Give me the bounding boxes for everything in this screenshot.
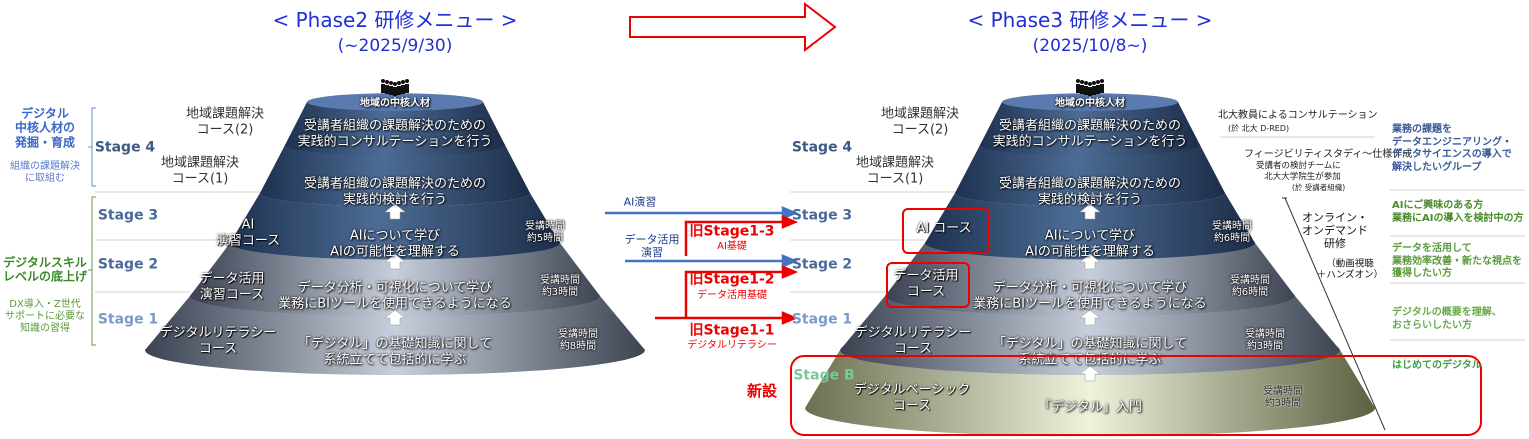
right-course-2: データ活用 コース	[893, 268, 959, 299]
new-label: 新設	[746, 382, 778, 400]
note-stage4-2-sub: (於 北大 D-RED)	[1228, 124, 1290, 133]
group1-sub: 組織の課題解決 に取組む	[10, 161, 80, 184]
right-stage-4: Stage 4	[791, 139, 853, 156]
right-hours-b: 受講時間 約3時間	[1263, 386, 1303, 409]
phase3-title: < Phase3 研修メニュー >	[967, 8, 1213, 32]
online-bracket-line	[1284, 197, 1386, 431]
left-desc-1: 「デジタル」の基礎知識に関して 系統立てて包括的に学ぶ	[297, 336, 493, 367]
left-top-label: 地域の中核人材	[360, 98, 430, 109]
right-stage-3: Stage 3	[791, 207, 853, 224]
left-stage-1: Stage 1	[97, 311, 159, 328]
people-icon	[381, 79, 409, 96]
left-hours-2: 受講時間 約3時間	[540, 275, 580, 298]
old-stage-1-1: 旧Stage1-1	[689, 322, 775, 339]
data-course-highlight	[886, 262, 970, 308]
old-stage-1-1-sub: デジタルリテラシー	[687, 340, 777, 351]
right-course-b: デジタルベーシック コース	[853, 382, 971, 413]
left-hours-3: 受講時間 約5時間	[525, 221, 565, 244]
tier-stage-4-2	[980, 102, 1200, 156]
left-course-2: データ活用 演習コース	[199, 271, 265, 302]
group2-title: デジタルスキル レベルの底上げ	[2, 255, 88, 284]
tier-stage-3	[230, 193, 560, 260]
right-course-3: AI コース	[916, 221, 972, 237]
up-arrow-icon	[1079, 203, 1101, 220]
right-desc-4-2: 受講者組織の課題解決のための 実践的コンサルテーションを行う	[992, 118, 1188, 149]
up-arrow-icon	[1079, 309, 1101, 326]
left-course-4-1: 地域課題解決 コース(1)	[160, 155, 240, 186]
old-stage-1-3-sub: AI基礎	[717, 241, 747, 252]
group2-sub: DX導入・Z世代 サポートに必要な 知識の習得	[5, 299, 85, 334]
target-stage1: デジタルの概要を理解、 おさらいしたい方	[1392, 307, 1502, 331]
right-course-1: デジタルリテラシー コース	[854, 325, 972, 356]
ai-practice-label: AI演習	[623, 195, 657, 209]
left-desc-4-1: 受講者組織の課題解決のための 実践的検討を行う	[303, 176, 487, 207]
note-stage4-1-sub: 受講者の検討チームに 北大大学院生が参加	[1256, 161, 1341, 182]
note-stage4-1-sub2: (於 受講者組織)	[1292, 183, 1346, 192]
tier-stage-4-2-top	[1002, 93, 1178, 111]
tier-stage-4-2-top	[307, 93, 483, 111]
tier-stage-3	[925, 193, 1255, 260]
old-stage-1-3: 旧Stage1-3	[689, 223, 775, 240]
tier-stage-4-1	[955, 145, 1225, 207]
right-stage-b: Stage B	[793, 367, 855, 384]
phase2-pyramid	[145, 93, 645, 375]
ai-course-highlight	[902, 208, 990, 254]
left-course-4-2: 地域課題解決 コース(2)	[185, 106, 265, 137]
target-stage-b: はじめてのデジタル	[1392, 360, 1482, 371]
up-arrow-icon	[384, 309, 406, 326]
right-hours-3: 受講時間 約6時間	[1212, 221, 1252, 244]
target-stage4: 業務の課題を データエンジニアリング・ データサイエンスの導入で 解決したいグル…	[1392, 124, 1512, 173]
right-stage-1: Stage 1	[791, 311, 853, 328]
left-desc-3: AIについて学び AIの可能性を理解する	[330, 228, 460, 259]
left-stage-2: Stage 2	[97, 256, 159, 273]
online-training-sub: （動画視聴 ＋ハンズオン）	[1316, 258, 1384, 281]
up-arrow-icon	[1079, 365, 1101, 382]
tier-stage-2	[885, 243, 1295, 317]
group1-title: デジタル 中核人材の 発掘・育成	[14, 106, 76, 150]
phase2-title: < Phase2 研修メニュー >	[272, 8, 518, 32]
tier-stage-4-1	[260, 145, 530, 207]
right-hours-2: 受講時間 約6時間	[1230, 275, 1270, 298]
target-stage2: データを活用して 業務効率改善・新たな視点を 獲得したい方	[1392, 243, 1522, 279]
right-desc-3: AIについて学び AIの可能性を理解する	[1025, 228, 1155, 259]
online-training-label: オンライン・ オンデマンド 研修	[1302, 211, 1368, 251]
left-hours-1: 受講時間 約8時間	[558, 329, 598, 352]
tier-stage-1	[145, 296, 645, 375]
right-hours-1: 受講時間 約3時間	[1245, 329, 1285, 352]
up-arrow-icon	[384, 203, 406, 220]
left-course-1: デジタルリテラシー コース	[159, 325, 277, 356]
left-desc-4-2: 受講者組織の課題解決のための 実践的コンサルテーションを行う	[297, 118, 493, 149]
left-desc-2: データ分析・可視化について学び 業務にBIツールを使用できるようになる	[278, 280, 512, 311]
tier-stage-2	[190, 243, 600, 317]
right-course-4-1: 地域課題解決 コース(1)	[855, 155, 935, 186]
new-stage-b-highlight	[790, 355, 1482, 436]
data-practice-label: データ活用 演習	[624, 232, 680, 259]
tier-stage-b	[805, 350, 1375, 437]
phase-transition-arrow	[629, 1, 837, 53]
old-stage-1-2-sub: データ活用基礎	[697, 290, 767, 301]
up-arrow-icon	[1079, 253, 1101, 270]
right-stage-2: Stage 2	[791, 256, 853, 273]
note-stage4-1: フィージビリティスタディ～仕様作成	[1244, 149, 1413, 160]
stage4-bracket	[88, 107, 96, 187]
right-desc-4-1: 受講者組織の課題解決のための 実践的検討を行う	[998, 176, 1182, 207]
up-arrow-icon	[384, 253, 406, 270]
left-stage-3: Stage 3	[97, 207, 159, 224]
right-course-4-2: 地域課題解決 コース(2)	[880, 106, 960, 137]
left-stage-4: Stage 4	[94, 139, 156, 156]
target-stage3: AIにご興味のある方 業務にAIの導入を検討中の方	[1392, 200, 1524, 224]
tier-stage-4-2	[285, 102, 505, 156]
right-top-label: 地域の中核人材	[1055, 98, 1125, 109]
stage1-3-bracket	[88, 196, 96, 346]
phase3-period: (2025/10/8~)	[1032, 35, 1148, 56]
right-desc-2: データ分析・可視化について学び 業務にBIツールを使用できるようになる	[973, 280, 1207, 311]
phase2-period: (~2025/9/30)	[337, 35, 453, 56]
right-desc-b: 「デジタル」入門	[1038, 400, 1142, 416]
people-icon	[1076, 79, 1104, 96]
left-course-3: AI 演習コース	[215, 217, 281, 248]
old-stage-1-2: 旧Stage1-2	[689, 271, 775, 288]
note-stage4-2: 北大教員によるコンサルテーション	[1218, 110, 1378, 121]
